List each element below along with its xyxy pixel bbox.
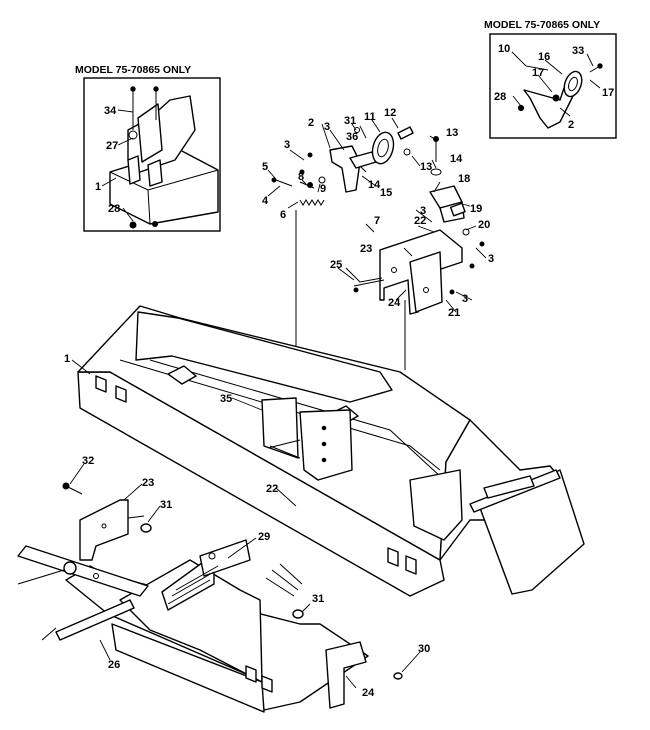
inset-left-frame <box>83 77 221 232</box>
callout-31-low: 31 <box>312 593 324 605</box>
callout-20: 20 <box>478 219 490 231</box>
callout-2-main: 2 <box>308 117 314 129</box>
callout-32: 32 <box>82 455 94 467</box>
deck-housing: 1 35 22 <box>64 305 585 597</box>
callout-23-top: 23 <box>360 243 372 255</box>
lower-assembly: 32 23 31 29 31 30 24 26 <box>17 455 430 713</box>
bracket-29 <box>161 559 215 611</box>
callout-18: 18 <box>458 173 470 185</box>
callout-14-b: 14 <box>368 179 381 191</box>
callout-6: 6 <box>280 209 286 221</box>
bracket-24 <box>325 641 367 709</box>
callout-24-top: 24 <box>388 297 401 309</box>
callout-24-bottom: 24 <box>362 687 375 699</box>
callout-21: 21 <box>448 307 460 319</box>
callout-4: 4 <box>262 195 269 207</box>
callout-12: 12 <box>384 107 396 119</box>
callout-28-left: 28 <box>108 203 120 215</box>
callout-23-bottom: 23 <box>142 477 154 489</box>
inset-right: MODEL 75-70865 ONLY 10 16 17 33 17 28 2 <box>484 19 617 139</box>
inset-right-pulley <box>563 70 583 98</box>
inset-left: MODEL 75-70865 ONLY 34 27 1 28 <box>75 64 221 232</box>
callout-19: 19 <box>470 203 482 215</box>
callout-1-main: 1 <box>64 353 70 365</box>
callout-17-b: 17 <box>602 87 614 99</box>
callout-30: 30 <box>418 643 430 655</box>
callout-16: 16 <box>538 51 550 63</box>
callout-29: 29 <box>258 531 270 543</box>
idler-pulley <box>371 131 395 165</box>
spring <box>299 199 325 206</box>
callout-31-top: 31 <box>344 115 356 127</box>
callout-26: 26 <box>108 659 120 671</box>
pulley-bolt <box>397 126 414 140</box>
inset-right-bracket <box>523 87 576 129</box>
inset-right-frame <box>489 33 617 139</box>
callout-17-a: 17 <box>532 67 544 79</box>
callout-5: 5 <box>262 161 268 173</box>
callout-36: 36 <box>346 131 358 143</box>
callout-31-mid: 31 <box>160 499 172 511</box>
callout-27: 27 <box>106 140 118 152</box>
callout-22-bottom: 22 <box>266 483 278 495</box>
callout-33: 33 <box>572 45 584 57</box>
pivot-tube <box>17 545 149 597</box>
callout-15: 15 <box>380 187 392 199</box>
callout-3-b: 3 <box>324 121 330 133</box>
callout-9: 9 <box>320 183 326 195</box>
callout-3-d: 3 <box>488 253 494 265</box>
callout-25: 25 <box>330 259 342 271</box>
idler-arm <box>329 145 361 193</box>
callout-7: 7 <box>374 215 380 227</box>
callout-13-b: 13 <box>420 161 432 173</box>
callout-1-inset: 1 <box>95 181 101 193</box>
callout-3-a: 3 <box>284 139 290 151</box>
callout-3-c: 3 <box>420 205 426 217</box>
inset-right-title: MODEL 75-70865 ONLY <box>484 19 600 31</box>
bracket-23 <box>79 499 129 561</box>
callout-14-a: 14 <box>450 153 463 165</box>
callout-8: 8 <box>298 171 304 183</box>
inset-left-title: MODEL 75-70865 ONLY <box>75 64 191 76</box>
callout-28-right: 28 <box>494 91 506 103</box>
tension-assembly: 5 4 6 8 3 2 3 31 36 11 12 13 13 14 14 15… <box>262 107 494 440</box>
callout-22-top: 22 <box>414 215 426 227</box>
callout-35: 35 <box>220 393 232 405</box>
callout-3-e: 3 <box>462 293 468 305</box>
callout-13-a: 13 <box>446 127 458 139</box>
callout-11: 11 <box>364 111 376 123</box>
callout-2-inset: 2 <box>568 119 574 131</box>
callout-10: 10 <box>498 43 510 55</box>
callout-34: 34 <box>104 105 117 117</box>
